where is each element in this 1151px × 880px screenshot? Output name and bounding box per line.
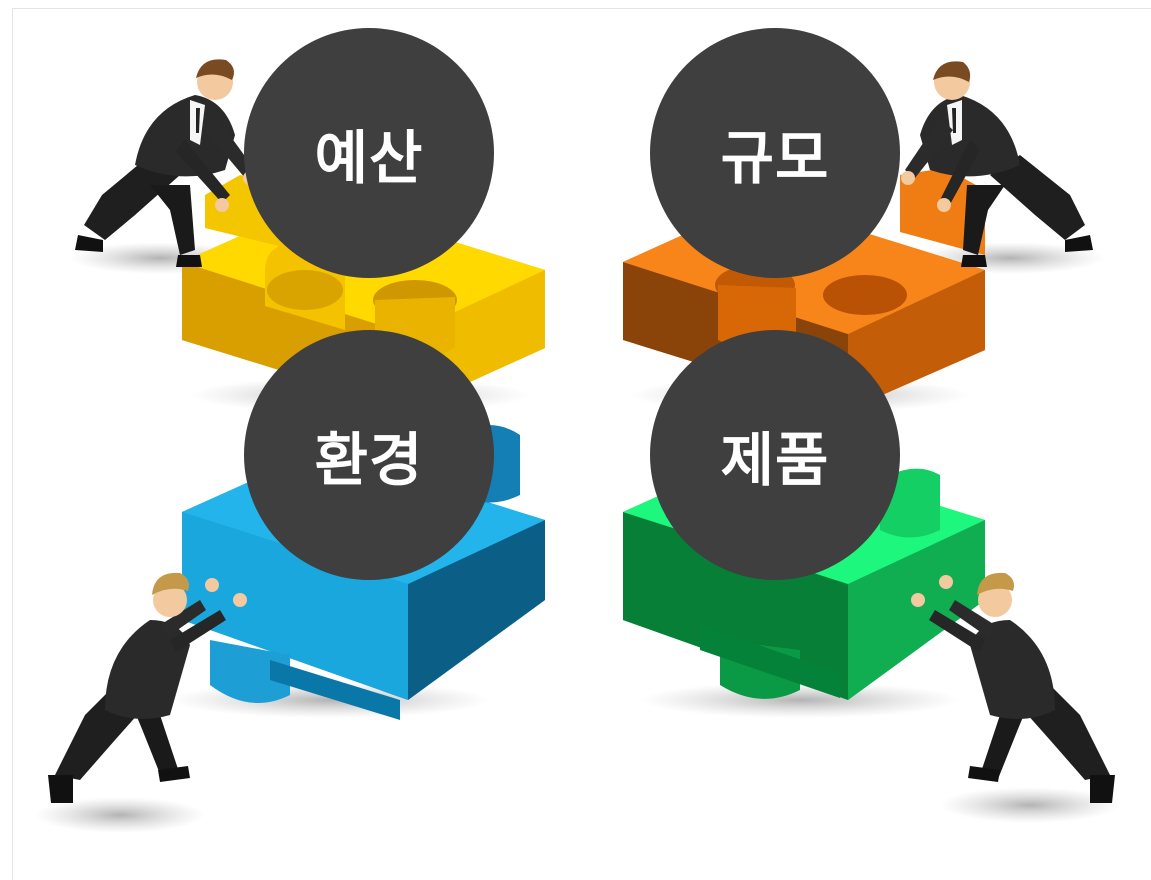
environment-circle: 환경 <box>244 330 494 580</box>
product-label: 제품 <box>720 426 830 494</box>
canvas-frame <box>12 8 1151 880</box>
scale-label: 규모 <box>720 124 830 192</box>
businessman-bottom-right <box>911 572 1115 803</box>
scale-circle: 규모 <box>650 28 900 278</box>
businessman-bottom-left <box>48 572 247 803</box>
businessman-top-left <box>75 59 257 267</box>
budget-label: 예산 <box>314 124 424 192</box>
businessman-top-right <box>901 61 1093 267</box>
budget-circle: 예산 <box>244 28 494 278</box>
product-circle: 제품 <box>650 330 900 580</box>
environment-label: 환경 <box>314 426 424 494</box>
